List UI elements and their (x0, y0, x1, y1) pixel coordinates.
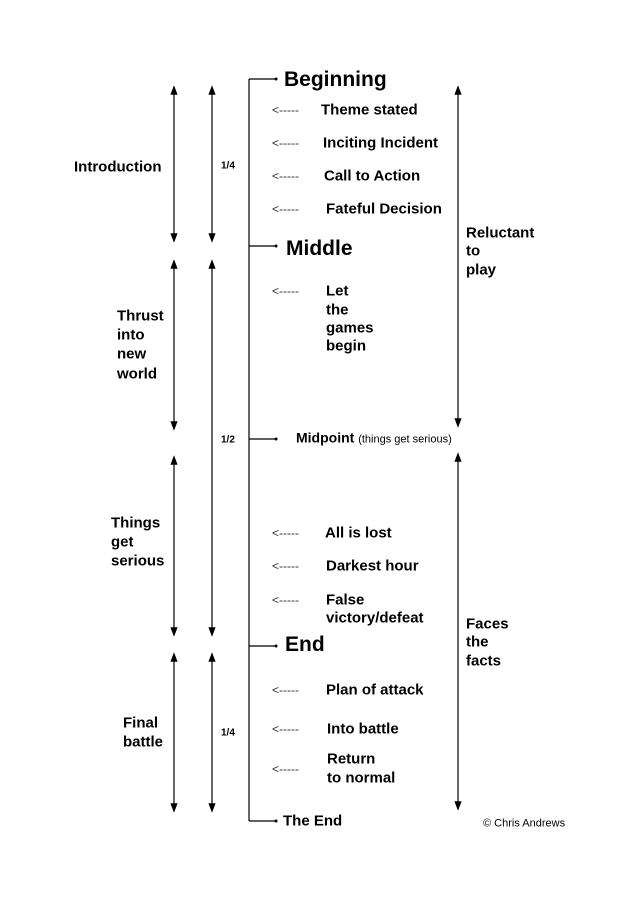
dashed-arrow-icon: <----- (272, 593, 299, 607)
milestone-middle: Middle (286, 237, 353, 260)
beat: Fateful Decision (326, 200, 442, 218)
milestone-the-end: The End (283, 812, 343, 830)
proportion-label: 1/4 (221, 160, 235, 172)
arc-label: play (466, 261, 497, 279)
dashed-arrow-icon: <----- (272, 683, 299, 697)
arc-label: Faces (466, 615, 509, 633)
beat: Inciting Incident (323, 134, 438, 152)
beat: victory/defeat (326, 609, 424, 627)
beat: Let (326, 282, 349, 300)
beat: All is lost (325, 524, 392, 542)
proportion-label: 1/2 (221, 434, 235, 446)
proportion-label: 1/4 (221, 727, 235, 739)
act-label: Introduction (74, 158, 162, 176)
dashed-arrow-icon: <----- (272, 136, 299, 150)
arc-label: facts (466, 652, 502, 670)
beat: begin (326, 337, 366, 355)
beat: False (326, 591, 365, 609)
act-label: battle (123, 733, 164, 751)
midpoint-label: Midpoint (296, 429, 355, 446)
act-label: into (117, 326, 145, 344)
dashed-arrow-icon: <----- (272, 526, 299, 540)
dashed-arrow-icon: <----- (272, 762, 299, 776)
act-label: Things (111, 514, 161, 532)
beat: Into battle (327, 720, 399, 738)
act-label: new (117, 345, 147, 363)
beat: Call to Action (324, 167, 421, 185)
act-label: Final (123, 714, 159, 732)
dashed-arrow-icon: <----- (272, 722, 299, 736)
copyright: © Chris Andrews (483, 817, 566, 830)
beat: the (326, 301, 349, 319)
act-label: world (117, 365, 157, 383)
milestone-midpoint: Midpoint (things get serious) (296, 429, 452, 450)
dashed-arrow-icon: <----- (272, 103, 299, 117)
dashed-arrow-icon: <----- (272, 202, 299, 216)
beat: Darkest hour (326, 557, 419, 575)
act-label: Thrust (117, 307, 164, 325)
midpoint-note: (things get serious) (358, 433, 452, 446)
arc-label: to (466, 242, 481, 260)
milestone-end: End (285, 633, 325, 656)
dashed-arrow-icon: <----- (272, 284, 299, 298)
beat: Theme stated (321, 101, 418, 119)
dashed-arrow-icon: <----- (272, 169, 299, 183)
arc-label: Reluctant (466, 224, 535, 242)
beat: Return (327, 750, 376, 768)
arc-label: the (466, 633, 489, 651)
beat: Plan of attack (326, 681, 424, 699)
beat: to normal (327, 769, 396, 787)
dashed-arrow-icon: <----- (272, 559, 299, 573)
act-label: get (111, 533, 134, 551)
milestone-beginning: Beginning (284, 68, 387, 91)
beat: games (326, 319, 374, 337)
act-label: serious (111, 552, 165, 570)
